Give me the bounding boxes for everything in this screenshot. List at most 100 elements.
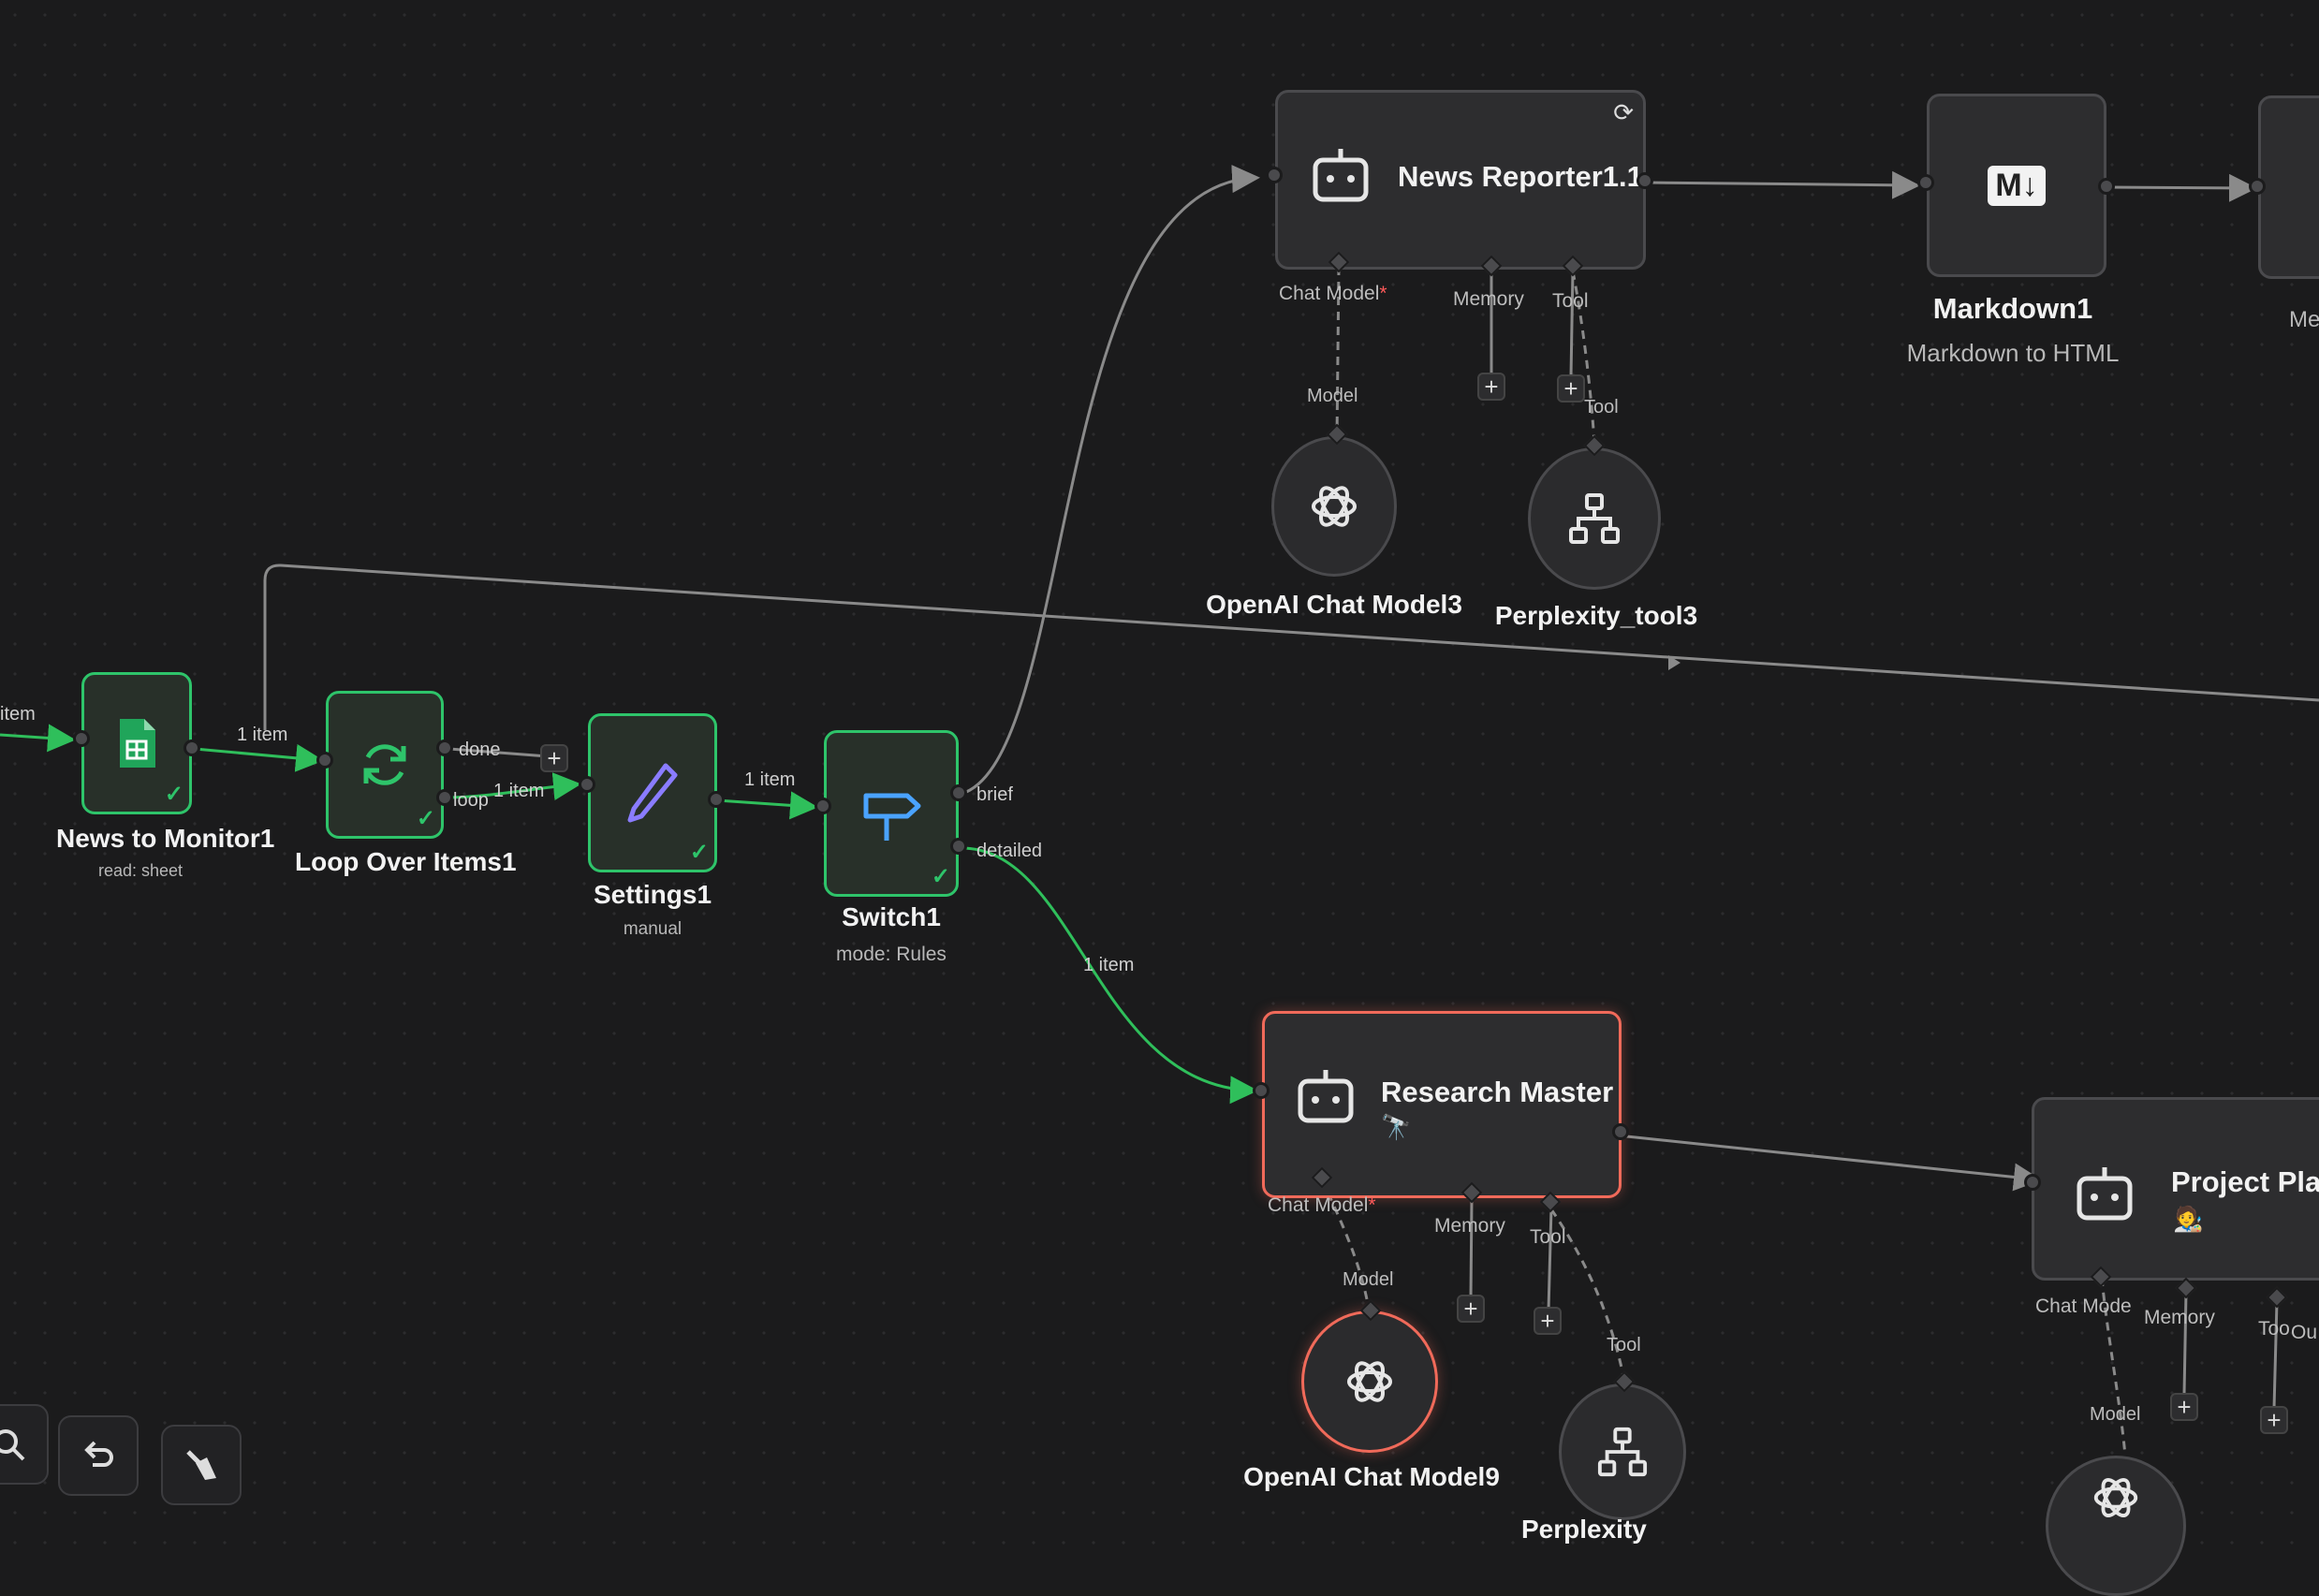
- undo-button[interactable]: [58, 1415, 139, 1496]
- node-partial-next[interactable]: [2258, 95, 2319, 279]
- input-handle[interactable]: [2024, 1174, 2041, 1191]
- output-handle-loop[interactable]: [436, 789, 453, 806]
- add-node-button[interactable]: +: [540, 744, 568, 772]
- google-sheets-icon: [120, 719, 155, 768]
- slot-label-chat-model: Chat Model*: [1268, 1194, 1376, 1216]
- zoom-icon: [0, 1429, 25, 1461]
- success-check-icon: ✓: [164, 782, 183, 807]
- slot-label-output: Ou: [2291, 1322, 2318, 1343]
- node-perplexity[interactable]: [1559, 1384, 1686, 1520]
- artist-emoji: 🧑‍🎨: [2173, 1205, 2204, 1233]
- node-subtitle: mode: Rules: [836, 944, 947, 965]
- output-handle[interactable]: [183, 739, 200, 756]
- input-handle[interactable]: [1253, 1082, 1270, 1099]
- edge-label: 1 item: [744, 769, 796, 790]
- node-title: OpenAI Chat Model9: [1243, 1462, 1500, 1491]
- input-handle[interactable]: [73, 730, 90, 747]
- node-openai-chat-model3[interactable]: [1271, 436, 1397, 577]
- node-settings[interactable]: ✓: [588, 713, 717, 872]
- add-tool-button[interactable]: +: [1557, 374, 1585, 403]
- node-title: Switch1: [842, 902, 941, 931]
- pencil-icon: [627, 763, 678, 823]
- node-title: Markdown1: [1932, 292, 2093, 325]
- output-handle[interactable]: [2098, 178, 2115, 195]
- output-handle-done[interactable]: [436, 739, 453, 756]
- add-memory-button[interactable]: +: [2170, 1393, 2198, 1421]
- slot-label-tool: Tool: [1552, 290, 1589, 312]
- refresh-icon[interactable]: ⟳: [1613, 98, 1634, 126]
- node-subtitle: manual: [623, 919, 682, 939]
- slot-label-memory: Memory: [2144, 1307, 2215, 1328]
- node-title: Project Pla: [2171, 1165, 2319, 1198]
- node-loop-over-items[interactable]: ✓: [326, 691, 444, 839]
- sub-label-tool: Tool: [1607, 1335, 1641, 1355]
- node-perplexity-tool3[interactable]: [1528, 447, 1661, 590]
- edge-label: loop: [453, 790, 489, 811]
- node-subtitle: read: sheet: [97, 861, 183, 880]
- signpost-icon: [863, 793, 921, 841]
- node-subtitle: Markdown to HTML: [1906, 339, 2120, 367]
- node-title: Loop Over Items1: [295, 847, 517, 876]
- node-title: Research Master: [1381, 1076, 1614, 1108]
- openai-icon: [1347, 1361, 1392, 1402]
- edge-label: 1 item: [493, 781, 545, 801]
- node-openai-chat-model9[interactable]: [1301, 1310, 1438, 1453]
- success-check-icon: ✓: [416, 806, 435, 831]
- input-handle[interactable]: [579, 776, 595, 793]
- hierarchy-icon: [1597, 1427, 1648, 1477]
- openai-icon: [2093, 1478, 2138, 1517]
- edge-label: detailed: [976, 841, 1043, 861]
- output-handle-brief[interactable]: [950, 784, 967, 801]
- input-handle[interactable]: [1917, 174, 1934, 191]
- telescope-emoji: 🔭: [1381, 1113, 1412, 1141]
- input-handle[interactable]: [316, 752, 333, 769]
- tidy-up-button[interactable]: [161, 1425, 242, 1505]
- node-switch[interactable]: ✓: [824, 730, 959, 897]
- output-handle[interactable]: [1612, 1123, 1629, 1140]
- slot-label-tool: Too: [2258, 1318, 2290, 1340]
- add-memory-button[interactable]: +: [1457, 1295, 1485, 1323]
- edge-label: done: [459, 739, 501, 760]
- hierarchy-icon: [1569, 493, 1620, 544]
- node-title: Perplexity_tool3: [1494, 601, 1698, 630]
- edge-label: brief: [976, 784, 1013, 805]
- input-handle[interactable]: [815, 798, 831, 814]
- robot-icon: [1313, 149, 1369, 202]
- openai-icon: [1312, 486, 1357, 527]
- slot-label-chat-model: Chat Model*: [1279, 283, 1387, 304]
- output-handle-detailed[interactable]: [950, 838, 967, 855]
- input-handle[interactable]: [1266, 167, 1283, 183]
- node-title: Perplexity: [1521, 1515, 1647, 1544]
- node-subtitle: Me: [2289, 307, 2319, 332]
- robot-icon: [2077, 1167, 2133, 1221]
- edge-label: 1 item: [237, 725, 288, 745]
- markdown-icon: M↓: [1988, 165, 2046, 206]
- add-tool-button[interactable]: +: [1534, 1307, 1562, 1335]
- edge-label: 1 item: [1083, 955, 1135, 975]
- loop-icon: [363, 744, 406, 785]
- node-news-to-monitor[interactable]: ✓: [81, 672, 192, 814]
- slot-label-chat-model: Chat Mode: [2035, 1296, 2132, 1317]
- sub-label-model: Model: [1307, 386, 1358, 406]
- output-handle[interactable]: [1637, 172, 1653, 189]
- zoom-button[interactable]: [0, 1404, 49, 1485]
- sub-label-model: Model: [2090, 1404, 2141, 1425]
- node-news-reporter[interactable]: News Reporter1.1 ⟳: [1275, 90, 1646, 270]
- node-research-master[interactable]: Research Master 🔭: [1262, 1011, 1622, 1198]
- undo-icon: [84, 1441, 113, 1467]
- success-check-icon: ✓: [689, 840, 709, 865]
- node-openai-chat-model-partial[interactable]: [2046, 1456, 2186, 1596]
- edge-label: item: [0, 704, 36, 725]
- output-handle[interactable]: [708, 791, 725, 808]
- robot-icon: [1298, 1070, 1354, 1123]
- success-check-icon: ✓: [931, 864, 950, 889]
- add-memory-button[interactable]: +: [1477, 373, 1505, 401]
- add-tool-button[interactable]: +: [2260, 1406, 2288, 1434]
- slot-label-memory: Memory: [1434, 1215, 1505, 1237]
- node-markdown[interactable]: M↓: [1927, 94, 2106, 277]
- input-handle[interactable]: [2249, 178, 2266, 195]
- sub-label-model: Model: [1343, 1269, 1394, 1290]
- node-project-planner[interactable]: Project Pla 🧑‍🎨: [2032, 1097, 2319, 1281]
- sub-label-tool: Tool: [1584, 397, 1619, 417]
- broom-icon: [186, 1450, 216, 1480]
